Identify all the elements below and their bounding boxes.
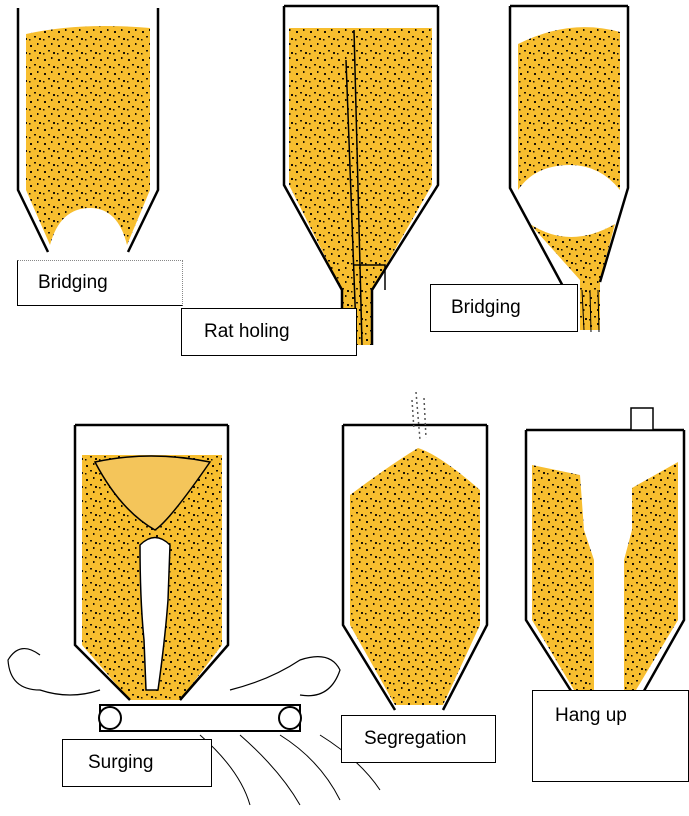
label-bridging-arch: Bridging: [430, 284, 578, 332]
label-rat-holing: Rat holing: [181, 308, 357, 356]
label-hang-up: Hang up: [532, 690, 689, 782]
silo-segregation: [343, 392, 487, 710]
silo-bridging-1: [18, 8, 158, 252]
label-segregation: Segregation: [341, 715, 496, 763]
label-bridging: Bridging: [17, 260, 183, 306]
silo-rat-holing: [284, 6, 438, 345]
label-surging: Surging: [62, 739, 212, 787]
silo-hang-up: [526, 408, 684, 705]
